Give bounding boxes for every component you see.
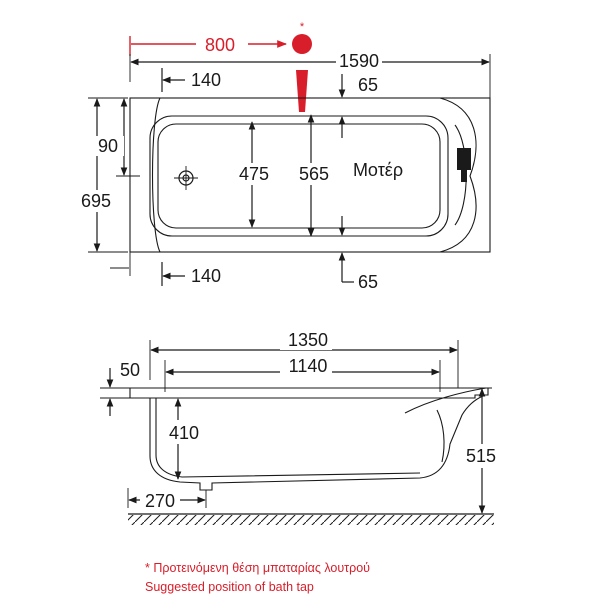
rim-bottom-dimension: 65 (358, 272, 378, 292)
drain-offset-dimension: 270 (145, 491, 175, 511)
total-height-dimension: 515 (466, 446, 496, 466)
rim-top-dimension: 65 (358, 75, 378, 95)
top-length-dimension: 1350 (288, 330, 328, 350)
side-view: 1350 1140 50 410 515 (100, 330, 504, 525)
tap-note-english: Suggested position of bath tap (145, 580, 314, 594)
end-top-dimension: 140 (191, 70, 221, 90)
overall-length-dimension-line (129, 54, 491, 98)
side-height-dimension: 90 (98, 136, 118, 156)
motor-label: Μοτέρ (353, 160, 403, 180)
overall-length-dimension: 1590 (339, 51, 379, 71)
tap-marker-star: * (300, 21, 305, 33)
inner-width-dimension: 475 (239, 164, 269, 184)
overall-width-dimension: 695 (81, 191, 111, 211)
tap-marker-icon (292, 34, 312, 54)
top-view: 800 * 1590 65 140 695 90 (76, 21, 491, 292)
tap-position-indicator (129, 34, 312, 112)
top-view-outline (129, 97, 491, 253)
drain-icon (174, 166, 198, 190)
bottom-length-dimension: 1140 (289, 356, 328, 376)
floor-hatch (128, 513, 494, 525)
motor-icon (457, 148, 471, 182)
tap-offset-dimension: 800 (205, 35, 235, 55)
outer-inner-width-dimension: 565 (299, 164, 329, 184)
end-bottom-dimension: 140 (191, 266, 221, 286)
depth-dimension: 410 (169, 423, 199, 443)
tap-note-greek: * Προτεινόμενη θέση μπαταρίας λουτρού (145, 561, 370, 575)
tap-spout-icon (296, 70, 308, 112)
rim-height-dimension: 50 (120, 360, 140, 380)
